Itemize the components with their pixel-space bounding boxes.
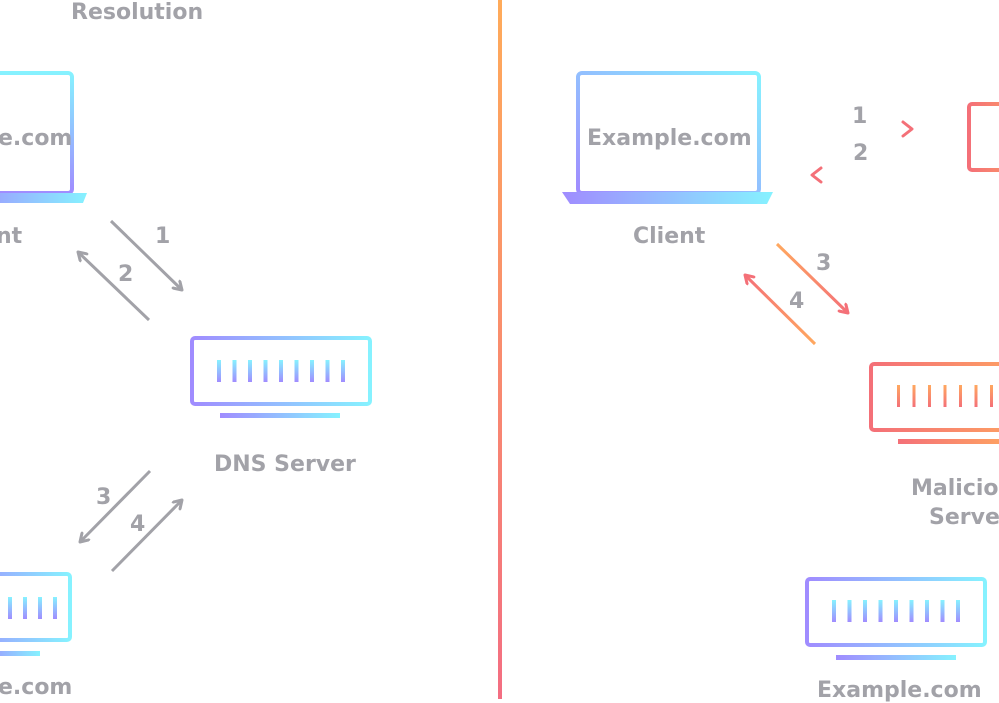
server-tick bbox=[38, 597, 42, 619]
right-bottom-server-label: Example.com bbox=[817, 678, 982, 703]
left-arrow-2 bbox=[78, 252, 151, 322]
server-tick bbox=[990, 385, 993, 407]
server-tick bbox=[217, 360, 221, 382]
left-arrow-3 bbox=[80, 469, 152, 542]
server-tick bbox=[341, 360, 345, 382]
server-tick bbox=[8, 597, 12, 619]
server-tick bbox=[832, 600, 836, 622]
right-top-server-icon bbox=[967, 102, 999, 172]
right-arrow-4-label: 4 bbox=[789, 289, 805, 314]
server-tick bbox=[974, 385, 978, 407]
server-tick bbox=[248, 360, 252, 382]
server-tick bbox=[959, 385, 962, 407]
server-tick bbox=[894, 600, 898, 622]
server-tick bbox=[325, 360, 330, 382]
right-arrow-3 bbox=[775, 242, 848, 313]
left-client-screen-text: e.com bbox=[0, 126, 73, 151]
left-arrow-2-label: 2 bbox=[118, 262, 134, 287]
left-arrow-4-label: 4 bbox=[130, 512, 146, 537]
right-arrow-4 bbox=[745, 275, 817, 346]
server-tick bbox=[310, 360, 314, 382]
left-arrow-1 bbox=[109, 219, 182, 290]
server-tick bbox=[897, 385, 900, 407]
server-tick bbox=[912, 385, 916, 407]
left-bottom-server-label: e.com bbox=[0, 675, 73, 700]
server-tick bbox=[956, 600, 960, 622]
server-tick bbox=[928, 385, 931, 407]
panel-divider bbox=[498, 0, 502, 699]
left-arrow-3-label: 3 bbox=[96, 485, 112, 510]
malicious-server-icon bbox=[869, 362, 999, 444]
right-bottom-server-icon bbox=[805, 577, 987, 660]
left-arrow-4 bbox=[110, 500, 182, 573]
server-tick bbox=[847, 600, 852, 622]
server-tick bbox=[940, 600, 945, 622]
left-panel-title: Resolution bbox=[71, 0, 204, 25]
left-arrow-1-label: 1 bbox=[155, 224, 171, 249]
malicious-server-label-line2: Server bbox=[929, 505, 999, 530]
right-arrow-1-label: 1 bbox=[852, 104, 868, 129]
right-arrow-2-label: 2 bbox=[853, 141, 869, 166]
right-client-screen-text: Example.com bbox=[587, 126, 752, 151]
server-tick bbox=[263, 360, 268, 382]
server-tick bbox=[294, 360, 299, 382]
server-tick bbox=[863, 600, 867, 622]
server-tick bbox=[943, 385, 947, 407]
server-tick bbox=[909, 600, 914, 622]
server-tick bbox=[23, 597, 27, 619]
dns-server-label: DNS Server bbox=[214, 452, 356, 477]
server-tick bbox=[232, 360, 237, 382]
server-tick bbox=[925, 600, 929, 622]
right-client-laptop-icon bbox=[562, 71, 773, 204]
left-client-label: nt bbox=[0, 224, 23, 249]
dns-server-icon bbox=[190, 336, 372, 418]
server-tick bbox=[53, 597, 57, 619]
server-tick bbox=[878, 600, 883, 622]
left-client-laptop-icon bbox=[0, 71, 87, 203]
server-tick bbox=[279, 360, 283, 382]
right-client-label: Client bbox=[633, 224, 706, 249]
malicious-server-label-line1: Malicio bbox=[911, 476, 999, 501]
left-bottom-server-icon bbox=[0, 572, 72, 656]
right-arrow-3-label: 3 bbox=[816, 251, 832, 276]
